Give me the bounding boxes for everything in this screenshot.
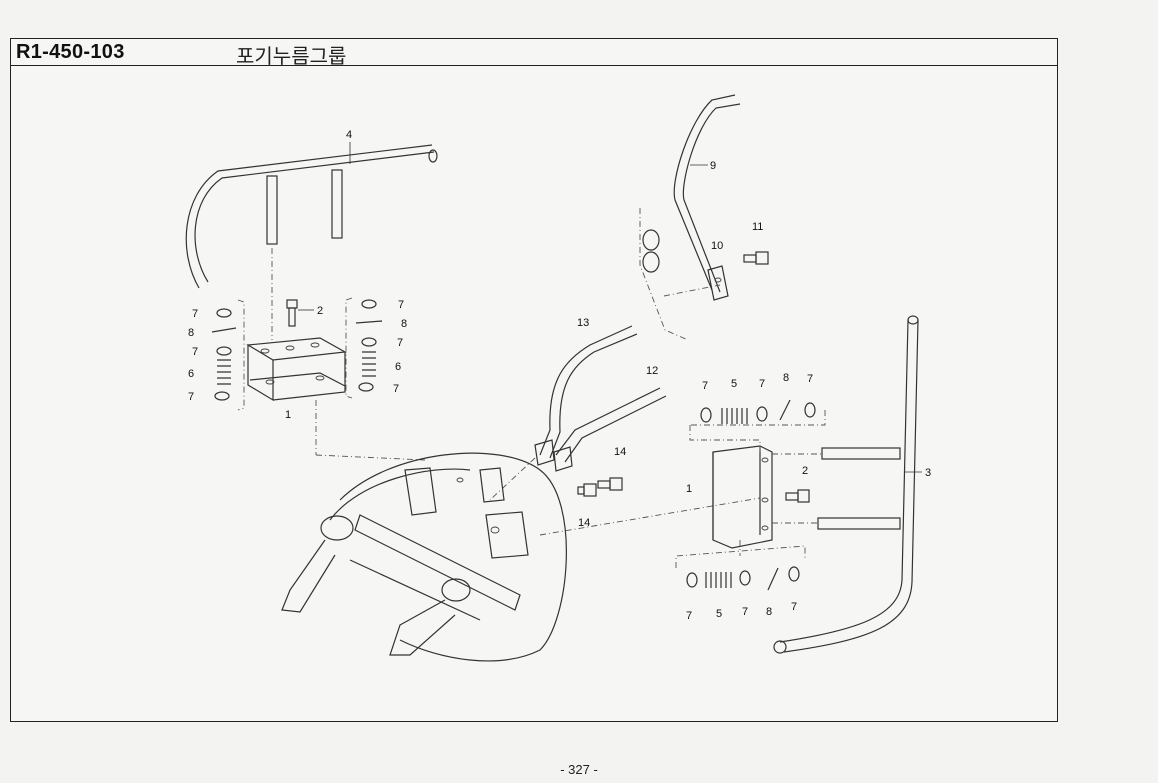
lower-right-spring-stack bbox=[675, 540, 806, 591]
callout-13: 13 bbox=[577, 317, 589, 329]
part-13-arm bbox=[534, 325, 638, 466]
callout-7: 7 bbox=[686, 610, 692, 622]
callout-7: 7 bbox=[759, 378, 765, 390]
part-14-bolt-lower bbox=[577, 483, 597, 497]
callout-5: 5 bbox=[731, 378, 737, 390]
callout-7: 7 bbox=[742, 606, 748, 618]
callout-7: 7 bbox=[188, 391, 194, 403]
callout-8: 8 bbox=[401, 318, 407, 330]
callout-7: 7 bbox=[192, 346, 198, 358]
callout-14: 14 bbox=[614, 446, 626, 458]
callout-7: 7 bbox=[393, 383, 399, 395]
callout-6: 6 bbox=[395, 361, 401, 373]
part-10-clamp bbox=[707, 265, 729, 301]
callout-4: 4 bbox=[346, 129, 352, 141]
callout-8: 8 bbox=[188, 327, 194, 339]
callout-5: 5 bbox=[716, 608, 722, 620]
part-group-title: 포기누름그룹 bbox=[236, 44, 347, 68]
part-1-right-bracket bbox=[712, 445, 773, 549]
upper-right-spring-stack bbox=[689, 399, 826, 452]
callout-9: 9 bbox=[710, 160, 716, 172]
header-divider bbox=[10, 65, 1058, 66]
right-spring-stack bbox=[345, 297, 383, 399]
callout-11: 11 bbox=[752, 221, 763, 233]
callout-8: 8 bbox=[783, 372, 789, 384]
part-3-bar bbox=[772, 315, 922, 654]
callout-7: 7 bbox=[398, 299, 404, 311]
callout-8: 8 bbox=[766, 606, 772, 618]
part-2-right-bolt bbox=[785, 489, 810, 503]
callout-1: 1 bbox=[285, 409, 291, 421]
part-2-left-bolt bbox=[286, 299, 314, 327]
callout-7: 7 bbox=[702, 380, 708, 392]
drawing-frame bbox=[10, 38, 1058, 722]
callout-7: 7 bbox=[791, 601, 797, 613]
callout-7: 7 bbox=[397, 337, 403, 349]
callout-7: 7 bbox=[192, 308, 198, 320]
callout-12: 12 bbox=[646, 365, 658, 377]
part-12-arm bbox=[553, 387, 667, 472]
left-spring-stack bbox=[211, 299, 245, 411]
page-number: - 327 - bbox=[560, 762, 598, 777]
part-4-bar bbox=[185, 142, 438, 289]
callout-6: 6 bbox=[188, 368, 194, 380]
callout-1: 1 bbox=[686, 483, 692, 495]
part-9-rod bbox=[673, 94, 741, 293]
part-1-left-bracket bbox=[246, 337, 347, 402]
callout-14: 14 bbox=[578, 517, 590, 529]
base-frame bbox=[281, 452, 567, 662]
part-group-code: R1-450-103 bbox=[16, 41, 125, 63]
callout-10: 10 bbox=[711, 240, 723, 252]
part-11-bolt bbox=[743, 251, 769, 265]
callout-3: 3 bbox=[925, 467, 931, 479]
part-14-bolt-upper bbox=[597, 477, 623, 491]
callout-2: 2 bbox=[802, 465, 808, 477]
callout-2: 2 bbox=[317, 305, 323, 317]
callout-7: 7 bbox=[807, 373, 813, 385]
